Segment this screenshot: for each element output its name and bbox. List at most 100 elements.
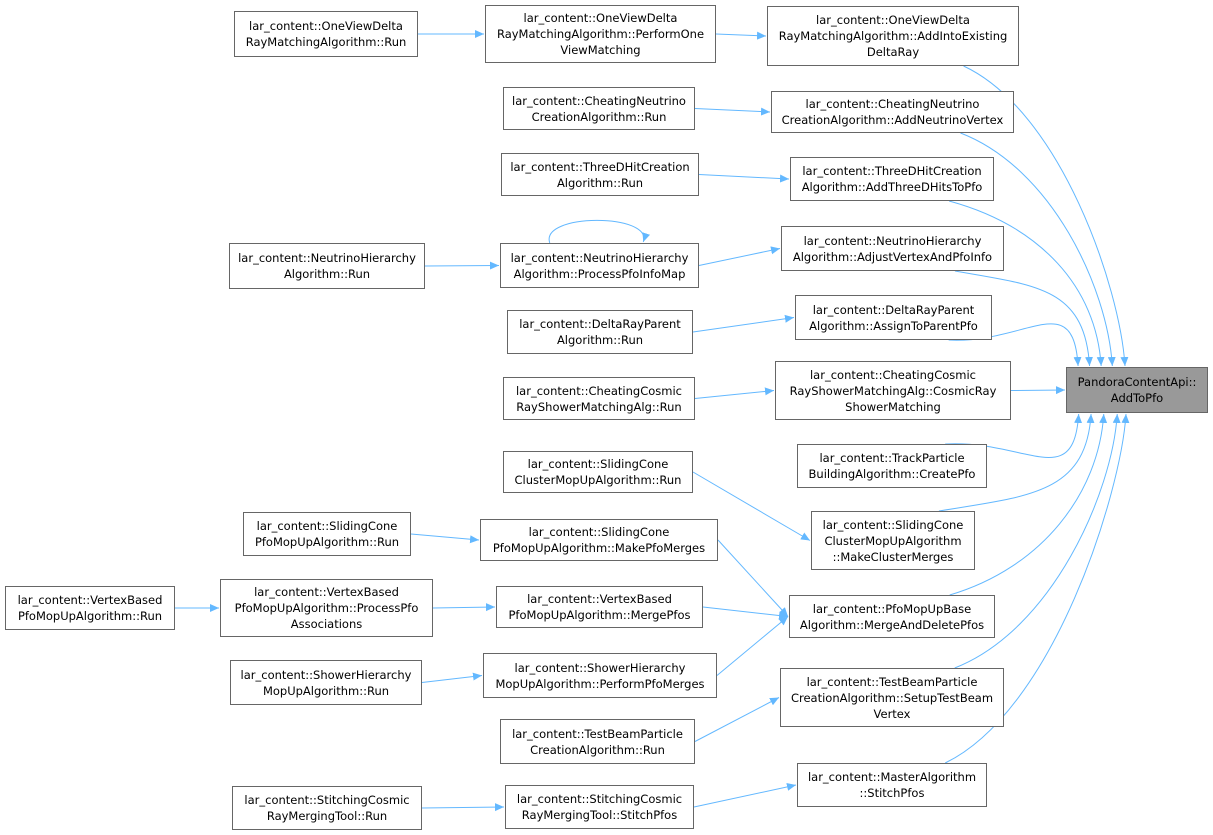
call-edge [1010,386,1066,395]
node-label-line: ViewMatching [560,43,641,57]
call-edge [954,270,1093,367]
node-label-line: lar_content::ShowerHierarchy [240,667,412,682]
node-label-line: PfoMopUpAlgorithm::Run [254,535,400,549]
node-label-line: Algorithm::Run [283,267,371,281]
node-label-line: ::MakeClusterMerges [832,549,954,564]
node-label-line: lar_content::OneViewDelta [249,19,403,33]
node-label-line: lar_content::SlidingCone [822,517,964,532]
node-label-line: lar_content::CheatingCosmic [809,367,976,382]
node-label-line: Algorithm::Run [556,175,644,190]
node-label-line: PfoMopUpAlgorithm::MakePfoMerges [492,541,706,555]
node-label-line: Associations [290,617,363,631]
node-label-line: Algorithm::ProcessPfoInfoMap [513,266,686,281]
target-node-addtopfo: PandoraContentApi:: AddToPfo [1066,367,1208,413]
node-label-line: Algorithm::AdjustVertexAndPfoInfo [792,249,993,264]
node-label-line: lar_content::ThreeDHitCreation [510,159,690,174]
call-edge [948,200,1105,367]
call-edge [410,533,480,544]
node-label-line: lar_content::SlidingCone [256,519,398,533]
node-label-line: RayShowerMatchingAlg::CosmicRay [789,383,997,398]
call-edge [960,132,1116,367]
node-label-line: lar_content::NeutrinoHierarchy [510,250,689,265]
node-label-line: PandoraContentApi:: [1077,375,1197,389]
node-label-line: Algorithm::AssignToParentPfo [809,318,978,333]
node-label-line: RayMergingTool::StitchPfos [521,808,678,822]
node-label-line: lar_content::SlidingCone [527,457,669,471]
node-label-line: RayMatchingAlgorithm::Run [245,35,407,49]
node-label-line: ClusterMopUpAlgorithm::Run [514,473,682,487]
node-label-line: lar_content::TestBeamParticle [806,674,978,689]
call-edge [694,387,775,399]
node-label-line: DeltaRay [866,45,920,59]
node-label-line: lar_content::TrackParticle [819,451,965,465]
node-label-line: lar_content::ShowerHierarchy [514,660,686,675]
node-label-line: Algorithm::Run [556,333,644,347]
node-label-line: CreationAlgorithm::Run [531,109,667,124]
node-label-line: lar_content::SlidingCone [528,525,670,539]
function-node[interactable]: lar_content::MasterAlgorithm::StitchPfos [797,763,987,807]
call-edge [698,174,790,183]
node-label-line: PfoMopUpAlgorithm::ProcessPfo [234,601,419,615]
call-edge [938,413,1095,512]
node-label-line: lar_content::NeutrinoHierarchy [803,233,982,248]
node-label-line: RayMergingTool::Run [266,809,388,823]
node-label-line: lar_content::VertexBased [17,593,163,607]
node-label-line: lar_content::OneViewDelta [816,13,970,27]
node-label-line: CreationAlgorithm::AddNeutrinoVertex [781,113,1004,127]
call-edge [944,413,1130,764]
node-label-line: lar_content::CheatingCosmic [515,383,682,398]
node-label-line: ::StitchPfos [859,786,925,800]
node-label-line: lar_content::CheatingNeutrino [512,93,686,108]
call-edge [716,616,789,676]
node-label-line: RayShowerMatchingAlg::Run [516,399,682,414]
call-edge [421,672,483,683]
node-label-line: ShowerMatching [845,399,941,414]
node-label-line: RayMatchingAlgorithm::AddIntoExisting [778,29,1008,43]
node-label-line: CreationAlgorithm::Run [530,742,665,757]
node-label-line: BuildingAlgorithm::CreatePfo [808,467,976,481]
node-label-line: MopUpAlgorithm::PerformPfoMerges [495,676,705,691]
node-label-line: lar_content::StitchingCosmic [244,793,410,807]
call-edge [963,65,1129,367]
call-edge [694,697,780,742]
self-loop-edge [548,219,650,244]
node-label-line: ClusterMopUpAlgorithm [824,533,962,548]
node-label-line: lar_content::DeltaRayParent [519,317,681,331]
node-label-line: PfoMopUpAlgorithm::Run [17,609,163,623]
node-label-line: lar_content::PfoMopUpBase [812,601,972,616]
node-label-line: lar_content::VertexBased [254,585,399,599]
node-label-line: lar_content::ThreeDHitCreation [802,164,982,178]
call-edge [949,413,1108,596]
call-edge [424,261,500,270]
